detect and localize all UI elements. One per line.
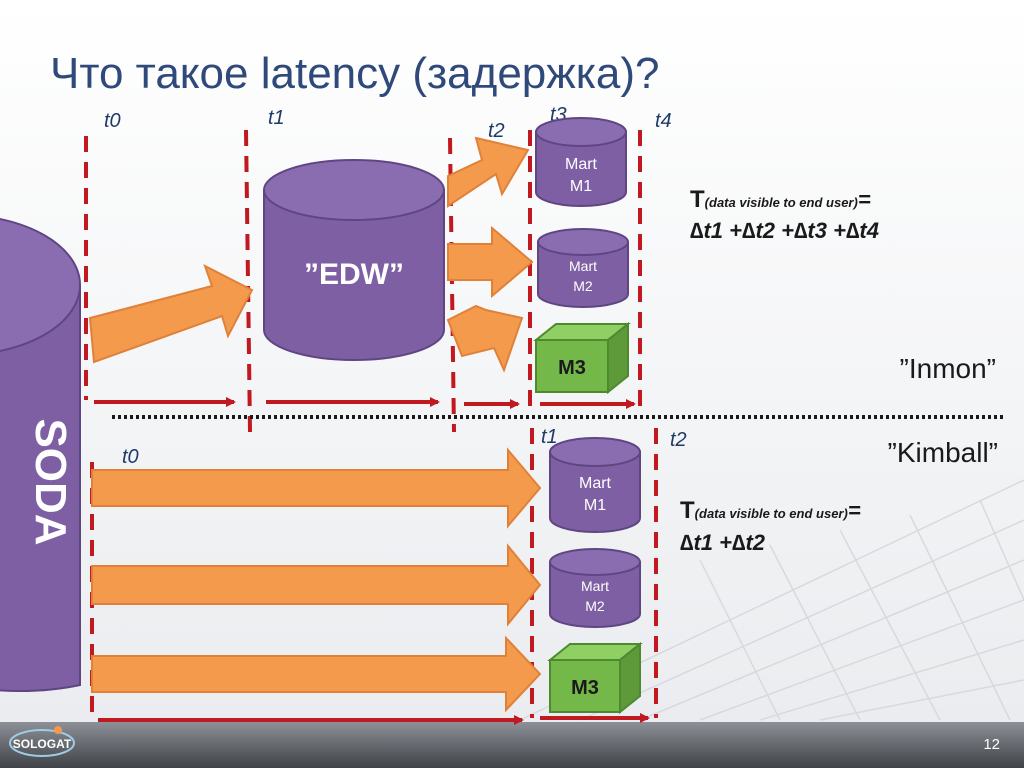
soda-label: SODA — [26, 418, 75, 545]
kimball-cube-m3: M3 — [547, 641, 643, 715]
kimball-arrow-to-m3 — [91, 635, 542, 713]
kimball-formula-expression: ∆t1 +∆t2 — [680, 530, 766, 555]
kimball-arrows-soda-to-marts — [91, 447, 542, 713]
inmon-time-lines — [84, 129, 642, 433]
kimball-t2-label: t2 — [670, 429, 687, 451]
inmon-arrows-edw-to-marts — [446, 136, 534, 373]
logo-text: SOLOGAT — [13, 737, 72, 751]
inmon-mart-m1-line1: Mart — [565, 156, 598, 173]
inmon-mart-m2-line1: Mart — [569, 258, 597, 274]
inmon-arrow-to-m2 — [447, 225, 534, 299]
inmon-mart-m2-line2: M2 — [573, 278, 593, 294]
kimball-arrow-to-m1 — [91, 447, 542, 529]
background-grid — [519, 479, 1024, 721]
kimball-mart-m1: Mart M1 — [549, 437, 641, 533]
edw-cylinder: ”EDW” — [263, 159, 445, 361]
inmon-t4-label: t4 — [655, 110, 672, 132]
inmon-latency-arrows — [94, 397, 636, 409]
inmon-arrow-soda-to-edw — [88, 263, 254, 364]
inmon-cube-m3: M3 — [533, 321, 631, 395]
inmon-mart-m1-line2: M1 — [570, 178, 592, 195]
inmon-t0-label: t0 — [104, 110, 121, 132]
kimball-t0-label: t0 — [122, 446, 139, 468]
page-number: 12 — [983, 736, 1000, 753]
footer-bar — [0, 722, 1024, 768]
kimball-t1-label: t1 — [541, 426, 558, 448]
kimball-section-label: ”Kimball” — [888, 437, 998, 468]
kimball-arrow-to-m2 — [91, 543, 542, 627]
inmon-line-t2 — [448, 137, 456, 433]
inmon-cube-m3-label: M3 — [558, 357, 586, 379]
company-logo: SOLOGAT — [9, 726, 75, 757]
inmon-t1-label: t1 — [268, 107, 285, 129]
inmon-t2-label: t2 — [488, 120, 505, 142]
inmon-formula-expression: ∆t1 +∆t2 +∆t3 +∆t4 — [690, 218, 879, 243]
kimball-mart-m1-line2: M1 — [584, 497, 606, 514]
kimball-mart-m1-line1: Mart — [579, 475, 612, 492]
inmon-section-label: ”Inmon” — [900, 353, 996, 384]
slide-title: Что такое latency (задержка)? — [50, 49, 660, 98]
soda-source-cylinder: SODA — [0, 218, 81, 693]
edw-label: ”EDW” — [304, 258, 404, 291]
inmon-arrow-to-m1 — [447, 136, 530, 208]
kimball-mart-m2: Mart M2 — [549, 548, 641, 628]
inmon-formula-line1: T(data visible to end user)= — [690, 186, 871, 213]
inmon-arrow-to-m3 — [446, 304, 524, 373]
inmon-mart-m2: Mart M2 — [537, 228, 629, 308]
kimball-latency-arrows — [98, 713, 650, 725]
kimball-cube-m3-label: M3 — [571, 677, 599, 699]
kimball-mart-m2-line1: Mart — [581, 578, 609, 594]
kimball-formula-line1: T(data visible to end user)= — [680, 497, 861, 524]
inmon-mart-m1: Mart M1 — [535, 117, 627, 207]
kimball-mart-m2-line2: M2 — [585, 598, 605, 614]
